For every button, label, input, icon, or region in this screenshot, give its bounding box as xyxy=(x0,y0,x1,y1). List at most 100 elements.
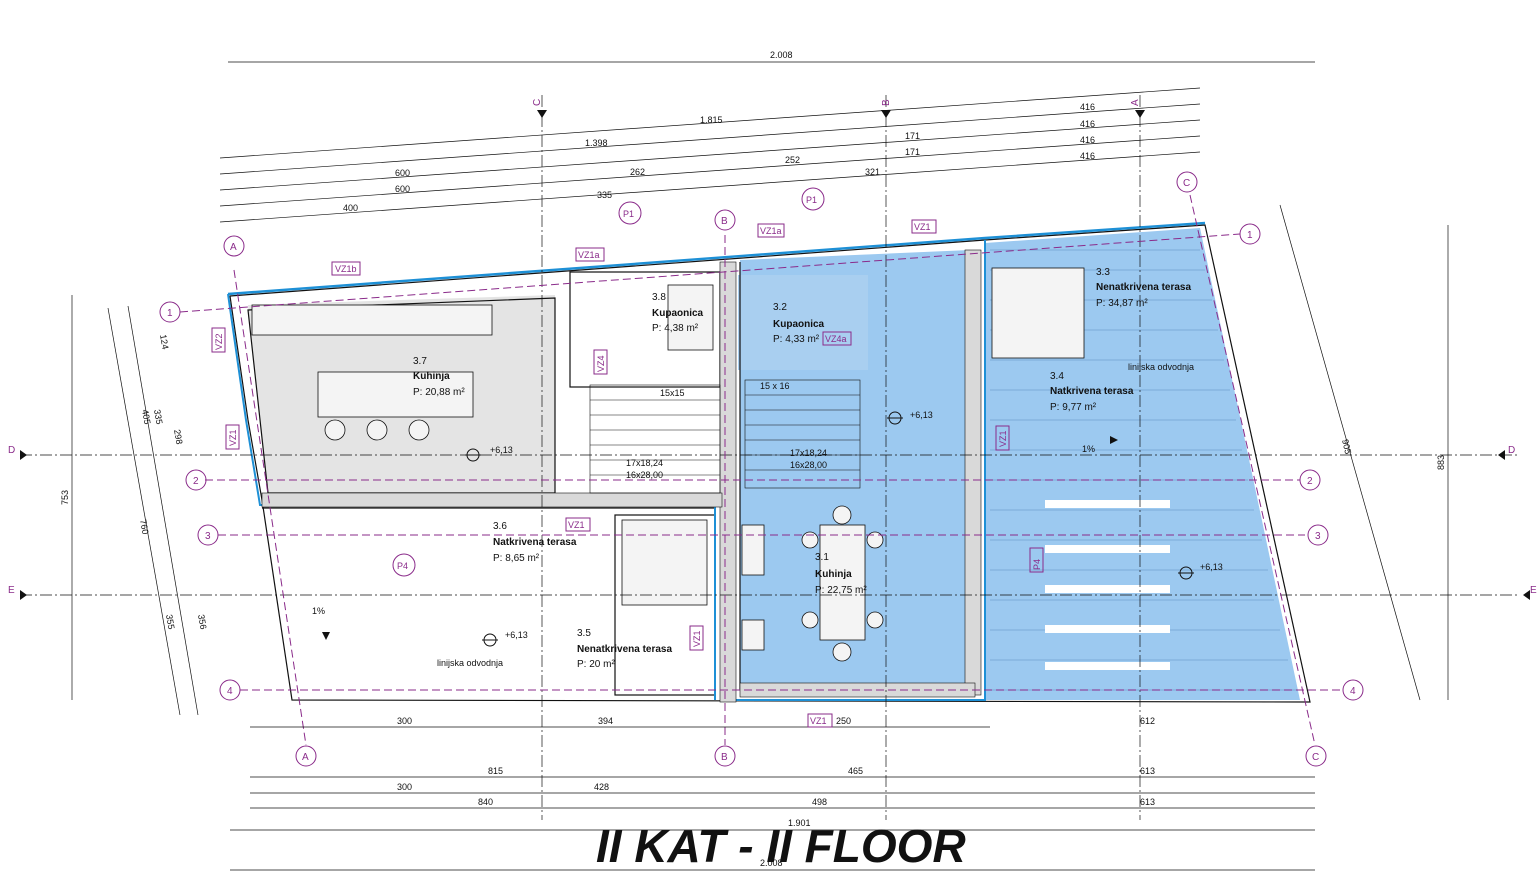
room-3-6-name: Natkrivena terasa xyxy=(493,537,577,548)
tag-vz1-lower: VZ1 xyxy=(689,625,704,651)
dim-bottom-8: 613 xyxy=(1140,797,1155,807)
dim-top-12: 252 xyxy=(785,155,800,165)
section-marker-d-left: D xyxy=(8,445,27,460)
svg-text:B: B xyxy=(881,99,892,106)
svg-text:P4: P4 xyxy=(1032,559,1042,570)
dim-side-9: 905 xyxy=(1340,438,1353,455)
svg-text:3: 3 xyxy=(1315,531,1321,542)
room-3-8-name: Kupaonica xyxy=(652,308,704,319)
tag-vz1a-1: VZ1a xyxy=(575,247,605,262)
level-marker-kitchen-left: +6,13 xyxy=(465,445,513,462)
dim-side-2: 760 xyxy=(138,519,150,536)
svg-text:D: D xyxy=(1508,445,1515,456)
tag-vz1-right: VZ1 xyxy=(995,425,1010,451)
dim-top-14: 335 xyxy=(597,190,612,200)
room-3-7-id: 3.7 xyxy=(413,356,427,367)
floor-title: II KAT - II FLOOR xyxy=(596,820,966,872)
svg-text:2: 2 xyxy=(193,476,199,487)
slope-note-left: 1% xyxy=(312,606,325,616)
tag-vz1b: VZ1b xyxy=(331,261,361,276)
dim-top-2: 1.815 xyxy=(700,115,723,125)
svg-text:VZ4a: VZ4a xyxy=(825,334,847,344)
tag-vz4: VZ4 xyxy=(593,349,608,375)
tag-p4-left: P4 xyxy=(392,553,416,577)
room-3-5-area: P: 20 m² xyxy=(577,659,615,670)
grid-bubble-b-bottom: B xyxy=(714,745,736,767)
stair-label-2: 16x28,00 xyxy=(626,470,663,480)
tag-p1-left: P1 xyxy=(618,201,642,225)
dim-bottom-11: 394 xyxy=(598,716,613,726)
svg-text:+6,13: +6,13 xyxy=(910,410,933,420)
grid-bubble-c-top: C xyxy=(1176,171,1198,193)
grid-bubble-3-right: 3 xyxy=(1307,524,1329,546)
svg-text:VZ1: VZ1 xyxy=(810,716,827,726)
tag-vz1a-2: VZ1a xyxy=(757,223,785,238)
section-marker-b-top: B xyxy=(881,99,892,118)
svg-text:A: A xyxy=(1130,99,1141,106)
grid-bubble-1-left: 1 xyxy=(159,301,181,323)
stair-label-1: 17x18,24 xyxy=(626,458,663,468)
dim-bottom-total: 1.901 xyxy=(788,818,811,828)
dim-bottom-7: 498 xyxy=(812,797,827,807)
dim-top-3: 1.398 xyxy=(585,138,608,148)
slope-arrow-left xyxy=(322,632,330,640)
room-3-8-area: P: 4,38 m² xyxy=(652,323,699,334)
dim-top-10: 400 xyxy=(343,203,358,213)
room-3-8-id: 3.8 xyxy=(652,292,666,303)
tag-vz4a: VZ4a xyxy=(822,331,852,346)
dim-side-10: 883 xyxy=(1436,455,1446,470)
dim-top-5: 416 xyxy=(1080,119,1095,129)
dim-top-8: 600 xyxy=(395,168,410,178)
svg-text:E: E xyxy=(8,585,15,596)
svg-text:1: 1 xyxy=(167,308,173,319)
room-3-6-area: P: 8,65 m² xyxy=(493,553,540,564)
svg-text:P1: P1 xyxy=(623,209,634,219)
svg-text:C: C xyxy=(532,99,543,106)
svg-text:B: B xyxy=(721,752,728,763)
svg-text:VZ1: VZ1 xyxy=(228,429,238,446)
svg-text:P4: P4 xyxy=(397,561,408,571)
section-marker-c-top: C xyxy=(532,99,547,118)
dim-bottom-9: 428 xyxy=(594,782,609,792)
dim-side-6: 356 xyxy=(196,614,208,631)
level-marker-terrace-right: +6,13 xyxy=(1178,562,1223,580)
grid-bubble-a-bottom: A xyxy=(295,745,317,767)
dim-top-15: 171 xyxy=(905,131,920,141)
room-3-3-id: 3.3 xyxy=(1096,267,1110,278)
level-marker-terrace-left: +6,13 xyxy=(482,630,528,647)
svg-text:A: A xyxy=(302,752,309,763)
svg-text:4: 4 xyxy=(1350,686,1356,697)
bath-blue-zone xyxy=(738,275,868,370)
dim-top-7: 416 xyxy=(1080,151,1095,161)
svg-text:3: 3 xyxy=(205,531,211,542)
svg-text:+6,13: +6,13 xyxy=(505,630,528,640)
dim-side-4: 335 xyxy=(152,409,164,426)
svg-text:+6,13: +6,13 xyxy=(1200,562,1223,572)
room-3-1-id: 3.1 xyxy=(815,552,829,563)
section-marker-e-left: E xyxy=(8,585,27,600)
grid-bubble-3-left: 3 xyxy=(197,524,219,546)
svg-text:E: E xyxy=(1530,585,1537,596)
tag-p4-right: P4 xyxy=(1029,547,1044,573)
section-marker-a-top: A xyxy=(1130,99,1145,118)
dim-bottom-13: 612 xyxy=(1140,716,1155,726)
svg-text:VZ1: VZ1 xyxy=(998,430,1008,447)
room-3-2-id: 3.2 xyxy=(773,302,787,313)
drain-note-right: linijska odvodnja xyxy=(1128,362,1194,372)
dim-bottom-14: 300 xyxy=(397,716,412,726)
room-3-4-id: 3.4 xyxy=(1050,371,1064,382)
dim-bottom-10: 300 xyxy=(397,782,412,792)
svg-text:C: C xyxy=(1312,752,1319,763)
svg-text:VZ4: VZ4 xyxy=(596,355,606,372)
dim-top-4: 416 xyxy=(1080,102,1095,112)
tag-vz1-top: VZ1 xyxy=(911,219,937,234)
dim-side-5: 355 xyxy=(164,614,176,631)
room-3-5-name: Nenatkrivena terasa xyxy=(577,644,672,655)
dim-side-7: 298 xyxy=(172,429,184,446)
dim-bottom-overall: 2.008 xyxy=(760,858,783,868)
svg-text:P1: P1 xyxy=(806,195,817,205)
dim-top-9: 600 xyxy=(395,184,410,194)
dim-top-6: 416 xyxy=(1080,135,1095,145)
room-3-1-name: Kuhinja xyxy=(815,569,852,580)
room-3-7-area: P: 20,88 m² xyxy=(413,387,465,398)
